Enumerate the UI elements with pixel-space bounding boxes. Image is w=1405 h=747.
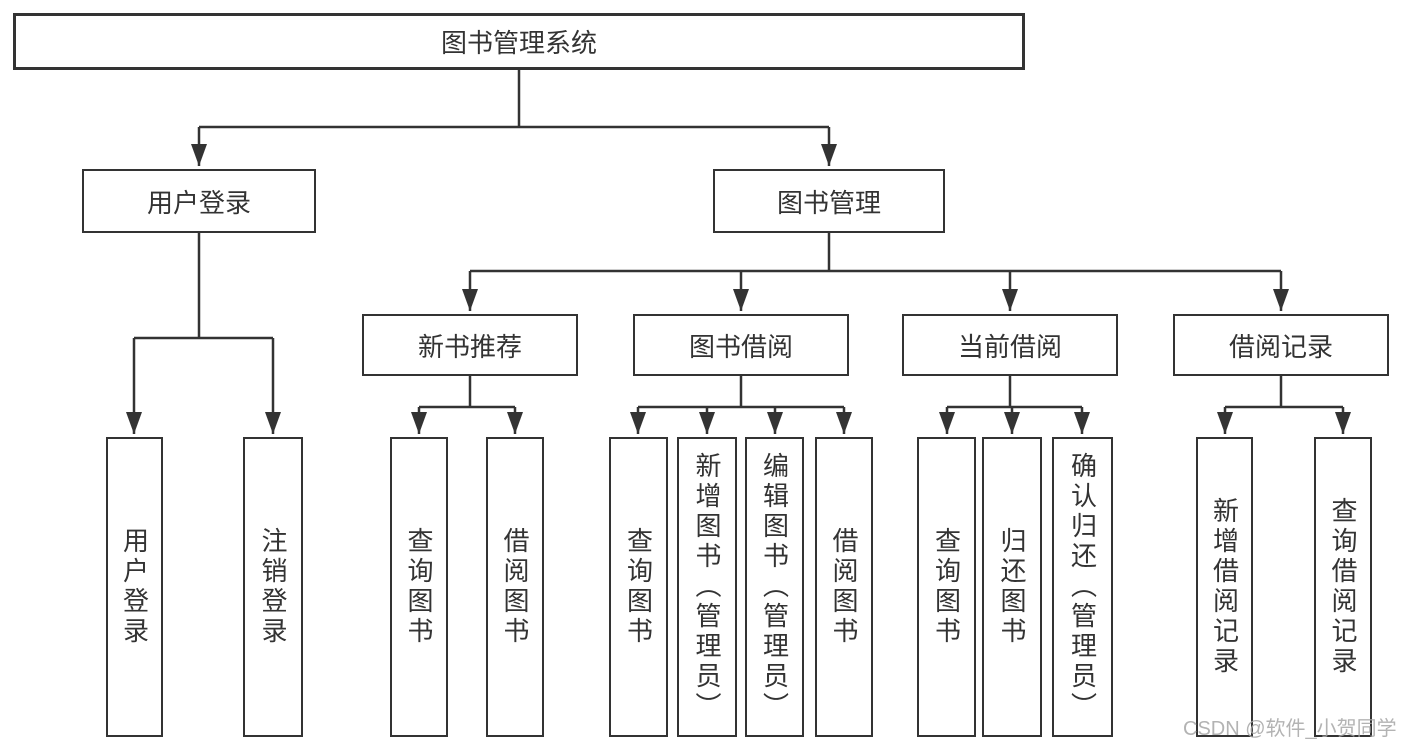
leaf-query-books-recommend-label: 查询图书	[404, 527, 434, 647]
node-book-borrow-label: 图书借阅	[688, 331, 793, 362]
leaf-query-borrow-record-label: 查询借阅记录	[1328, 497, 1358, 677]
leaf-return-books: 归还图书	[982, 437, 1042, 737]
node-root-label: 图书管理系统	[440, 28, 597, 58]
leaf-add-books-admin-label: 新增图书（管理员）	[692, 452, 722, 722]
leaf-edit-books-admin: 编辑图书（管理员）	[745, 437, 804, 737]
node-current-borrow-label: 当前借阅	[957, 331, 1062, 362]
node-new-book-recommend: 新书推荐	[362, 314, 578, 376]
leaf-query-borrow-record: 查询借阅记录	[1314, 437, 1372, 737]
leaf-borrow-books-label: 借阅图书	[829, 527, 859, 647]
leaf-borrow-books: 借阅图书	[815, 437, 873, 737]
leaf-edit-books-admin-label: 编辑图书（管理员）	[759, 452, 790, 722]
leaf-add-books-admin: 新增图书（管理员）	[677, 437, 737, 737]
node-current-borrow: 当前借阅	[902, 314, 1118, 376]
leaf-logout-label: 注销登录	[258, 527, 288, 647]
node-book-management-label: 图书管理	[776, 187, 881, 218]
node-new-book-recommend-label: 新书推荐	[417, 331, 522, 362]
leaf-user-login: 用户登录	[106, 437, 163, 737]
leaf-logout: 注销登录	[243, 437, 303, 737]
node-book-borrow: 图书借阅	[633, 314, 849, 376]
node-user-login-label: 用户登录	[146, 187, 251, 218]
leaf-confirm-return-admin-label: 确认归还（管理员）	[1067, 452, 1098, 722]
leaf-query-books-current-label: 查询图书	[931, 527, 962, 647]
node-borrow-record: 借阅记录	[1173, 314, 1389, 376]
leaf-query-books-recommend: 查询图书	[390, 437, 448, 737]
node-book-management: 图书管理	[713, 169, 945, 233]
node-user-login: 用户登录	[82, 169, 316, 233]
leaf-query-books-current: 查询图书	[917, 437, 976, 737]
leaf-query-books-borrow: 查询图书	[609, 437, 668, 737]
leaf-confirm-return-admin: 确认归还（管理员）	[1052, 437, 1113, 737]
node-root: 图书管理系统	[13, 13, 1025, 70]
leaf-add-borrow-record: 新增借阅记录	[1196, 437, 1253, 737]
watermark-text: CSDN @软件_小贺同学	[1183, 718, 1397, 740]
leaf-add-borrow-record-label: 新增借阅记录	[1209, 497, 1240, 677]
leaf-borrow-books-recommend-label: 借阅图书	[500, 527, 530, 647]
node-borrow-record-label: 借阅记录	[1228, 331, 1333, 362]
leaf-user-login-label: 用户登录	[119, 527, 150, 647]
leaf-borrow-books-recommend: 借阅图书	[486, 437, 544, 737]
leaf-return-books-label: 归还图书	[997, 527, 1027, 647]
leaf-query-books-borrow-label: 查询图书	[623, 527, 654, 647]
